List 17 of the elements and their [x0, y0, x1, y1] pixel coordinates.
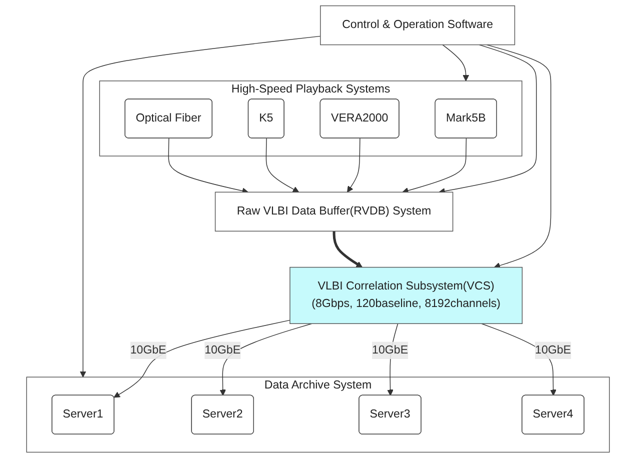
arrow	[114, 320, 290, 398]
edge-label: 10GbE	[372, 344, 408, 356]
arrow	[332, 231, 362, 268]
arrow	[486, 44, 552, 269]
edge-label: 10GbE	[204, 344, 241, 356]
node-box: VLBI Correlation Subsystem(VCS) (8Gbps, 120baseline, 8192channels)	[290, 266, 523, 324]
arrow	[80, 36, 321, 378]
node-box: Raw VLBI Data Buffer(RVDB) System	[214, 192, 454, 232]
arrow	[266, 138, 300, 192]
arrow	[438, 44, 537, 194]
arrow	[402, 138, 467, 194]
edge-label: 10GbE	[130, 344, 166, 356]
edge-label: 10GbE	[535, 344, 571, 356]
node-box: Control & Operation Software	[320, 5, 516, 46]
arrow	[168, 138, 248, 194]
arrow	[347, 138, 360, 192]
arrow	[442, 44, 470, 82]
